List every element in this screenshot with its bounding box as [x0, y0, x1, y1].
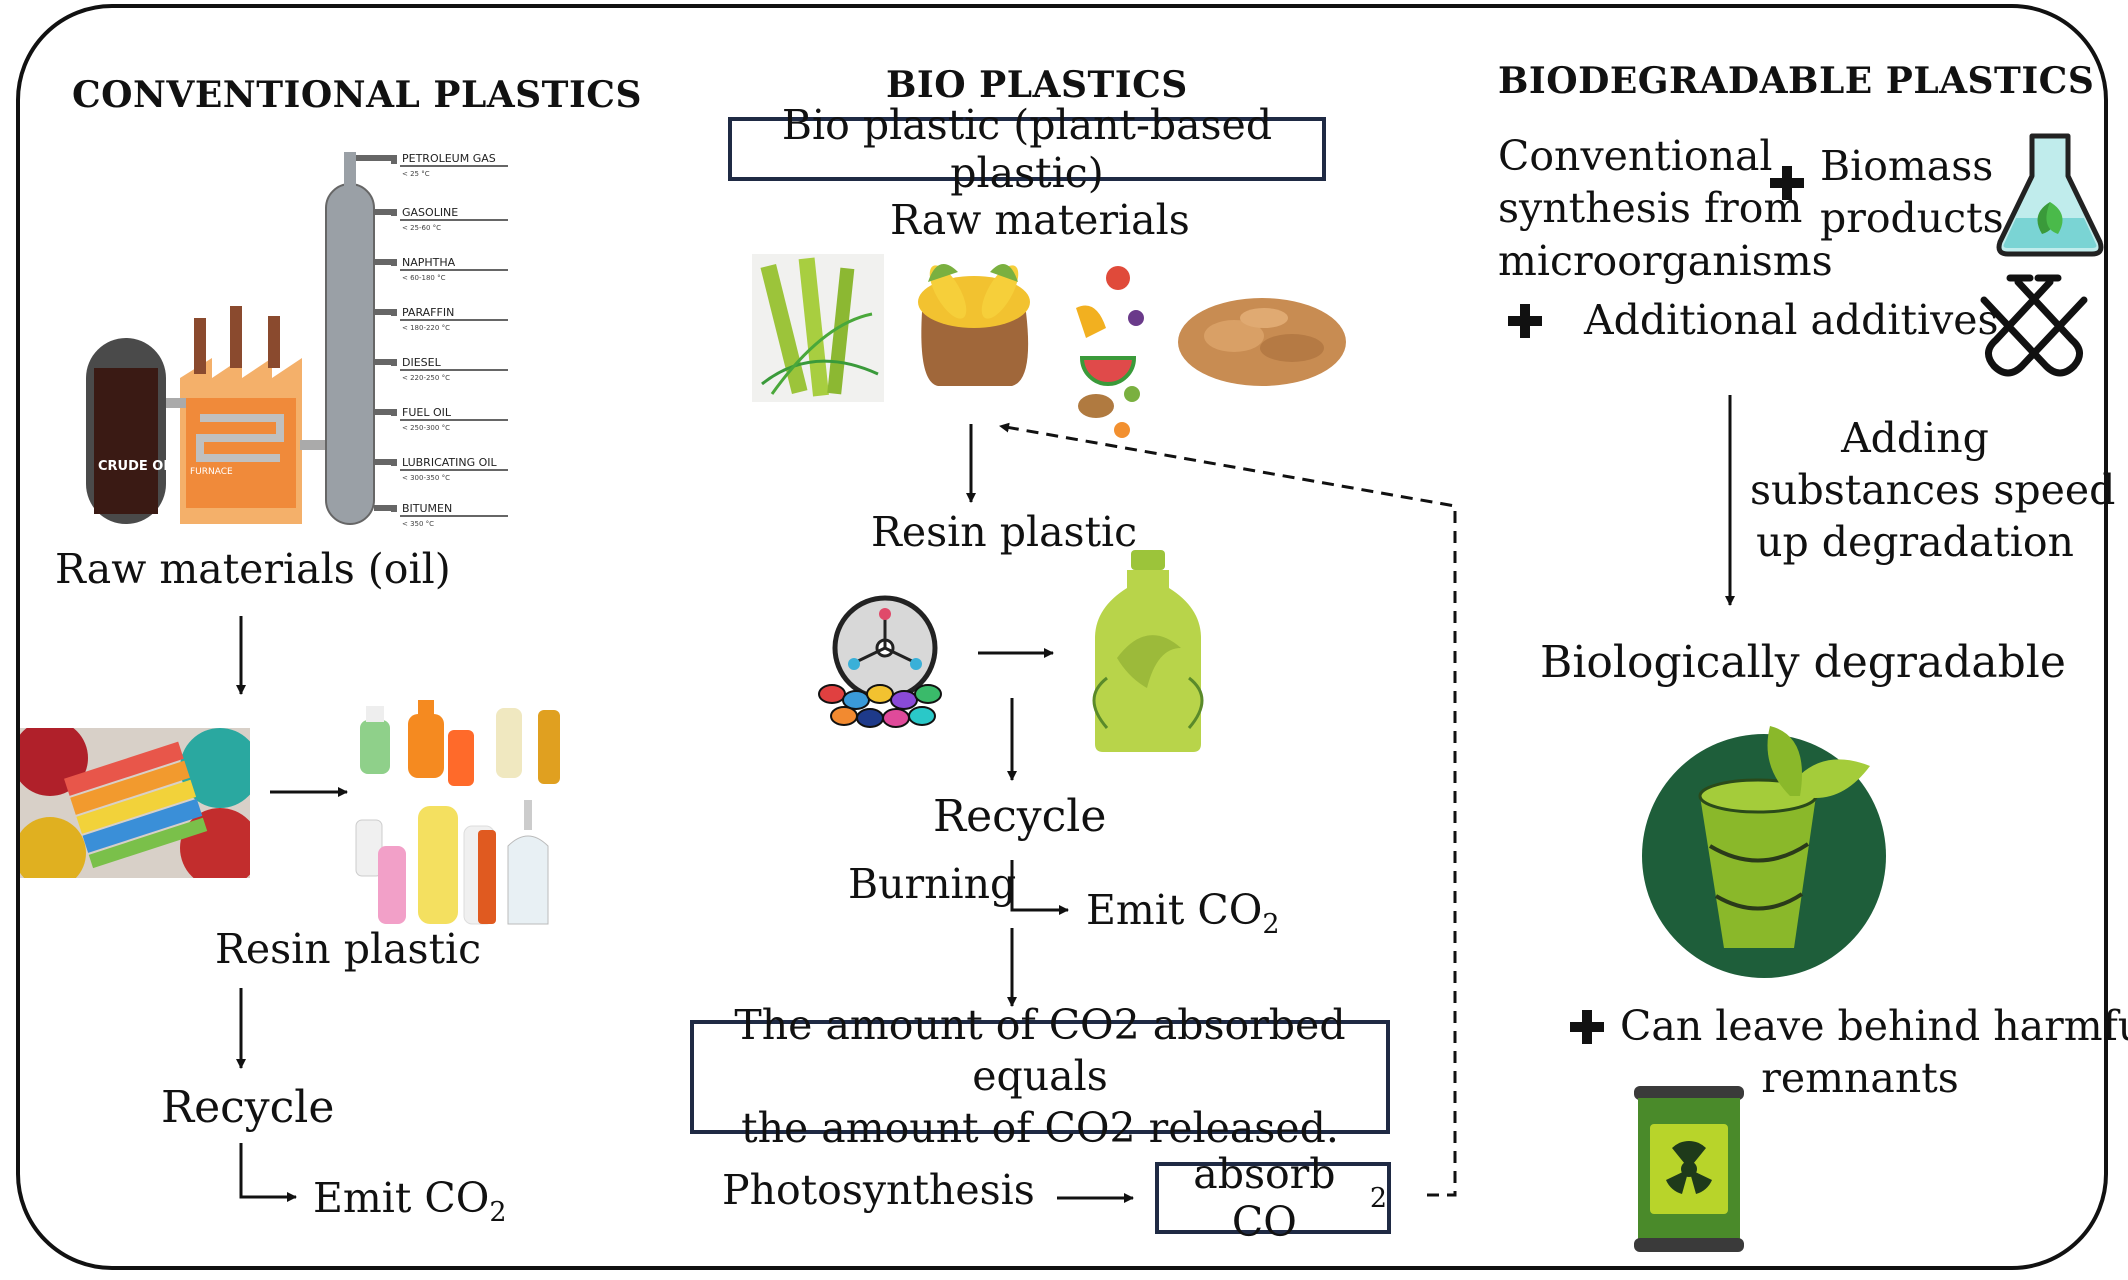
harm-line1: Can leave behind harmful: [1620, 1002, 2128, 1050]
adding-substances-text: Adding substances speed up degradation: [1750, 412, 2116, 568]
refinery-fraction-label: DIESEL: [402, 356, 442, 369]
plastic-bottles-photo: [355, 700, 560, 925]
bio-raw-materials: Raw materials: [890, 196, 1190, 244]
biodegradable-heading: BIODEGRADABLE PLASTICS: [1498, 60, 2095, 102]
conventional-raw-materials: Raw materials (oil): [55, 545, 451, 593]
furnace-label: FURNACE: [190, 467, 233, 477]
oil-refinery-illustration: CRUDE OIL FURNACE PETROLEUM GAS < 25 °C GA…: [86, 152, 508, 528]
wood-chips-image: [1178, 298, 1346, 386]
conventional-emit-sub: 2: [489, 1197, 507, 1229]
sugarcane-image: [752, 254, 884, 402]
bio-emit-co2: Emit CO2: [1086, 886, 1280, 940]
bio-emit-text: Emit CO: [1086, 886, 1263, 934]
absorb-co2-text: absorb CO: [1193, 1150, 1336, 1246]
corn-sack-image: [918, 264, 1030, 386]
harmful-remnants-text: Can leave behind harmful remnants: [1620, 1000, 2128, 1104]
toxic-barrel-icon: [1634, 1086, 1744, 1252]
synthesis-line2: synthesis from: [1498, 184, 1803, 233]
arrow-dashed-cycle: [999, 422, 1457, 1197]
synthesis-line3: microorganisms: [1498, 236, 1833, 285]
bio-burning: Burning: [848, 860, 1017, 908]
conventional-emit-text: Emit CO: [313, 1174, 490, 1222]
conventional-heading: CONVENTIONAL PLASTICS: [72, 74, 642, 116]
plus-icon-additives: [1508, 304, 1542, 338]
biomass-text: Biomass products: [1820, 140, 2004, 245]
co2-balance-box: The amount of CO2 absorbed equals the am…: [690, 1001, 1390, 1152]
biomass-line2: products: [1820, 194, 2004, 243]
refinery-fraction-temp: < 25 °C: [402, 170, 430, 178]
refinery-fraction-temp: < 220-250 °C: [402, 374, 450, 382]
refinery-fraction-temp: < 60-180 °C: [402, 274, 446, 282]
diagram-frame: [16, 4, 2108, 1270]
refinery-fraction-temp: < 250-300 °C: [402, 424, 450, 432]
refinery-fraction-temp: < 350 °C: [402, 520, 434, 528]
conventional-resin: Resin plastic: [215, 925, 482, 973]
bio-recycle: Recycle: [933, 791, 1107, 842]
flask-icon: [1996, 133, 2104, 257]
synthesis-text: Conventional synthesis from microorganis…: [1498, 130, 1833, 287]
additives-text: Additional additives: [1584, 296, 1999, 344]
conventional-emit-co2: Emit CO2: [313, 1174, 507, 1228]
bio-emit-sub: 2: [1262, 909, 1280, 941]
refinery-fraction-label: PETROLEUM GAS: [402, 152, 496, 165]
refinery-fraction-label: NAPHTHA: [402, 256, 456, 269]
bio-bottle-icon: [1092, 550, 1204, 752]
co2-balance-line1: The amount of CO2 absorbed equals: [734, 1001, 1346, 1101]
biologically-degradable: Biologically degradable: [1540, 637, 2066, 688]
resin-pellets-photo: [20, 728, 250, 878]
refinery-fraction-temp: < 300-350 °C: [402, 474, 450, 482]
refinery-fraction-temp: < 180-220 °C: [402, 324, 450, 332]
adding-line1: Adding: [1841, 414, 1989, 462]
test-tubes-icon: [1980, 274, 2088, 377]
refinery-fraction-label: BITUMEN: [402, 502, 452, 515]
bio-resin: Resin plastic: [871, 508, 1138, 556]
arrow-recycle-to-emit: [239, 1143, 297, 1202]
refinery-fraction-label: LUBRICATING OIL: [402, 456, 498, 469]
harm-line2: remnants: [1761, 1054, 1959, 1103]
bio-plastic-box: Bio plastic (plant-based plastic): [728, 101, 1326, 197]
refinery-fraction-temp: < 25-60 °C: [402, 224, 441, 232]
co2-balance-line2: the amount of CO2 released.: [741, 1103, 1339, 1152]
food-waste-image: [1076, 266, 1144, 438]
arrow-burning-to-emit: [1010, 860, 1069, 915]
refinery-fraction-label: PARAFFIN: [402, 306, 454, 319]
plus-icon-biomass: [1770, 166, 1804, 200]
degradable-cup-icon: [1642, 726, 1886, 978]
crude-oil-label: CRUDE OIL: [98, 459, 176, 474]
plus-icon-remnants: [1570, 1010, 1604, 1044]
bio-heading: BIO PLASTICS: [886, 64, 1188, 106]
adding-line3: up degradation: [1756, 518, 2074, 567]
conventional-recycle: Recycle: [161, 1082, 335, 1133]
bio-resin-pellets-icon: [818, 595, 942, 728]
absorb-co2-sub: 2: [1369, 1182, 1387, 1214]
refinery-fraction-label: FUEL OIL: [402, 406, 452, 419]
absorb-co2-box: absorb CO 2: [1155, 1150, 1391, 1246]
biomass-line1: Biomass: [1820, 142, 1994, 190]
bio-photosynthesis: Photosynthesis: [722, 1166, 1035, 1214]
adding-line2: substances speed: [1750, 466, 2116, 515]
synthesis-line1: Conventional: [1498, 132, 1773, 180]
refinery-fraction-label: GASOLINE: [402, 206, 458, 219]
